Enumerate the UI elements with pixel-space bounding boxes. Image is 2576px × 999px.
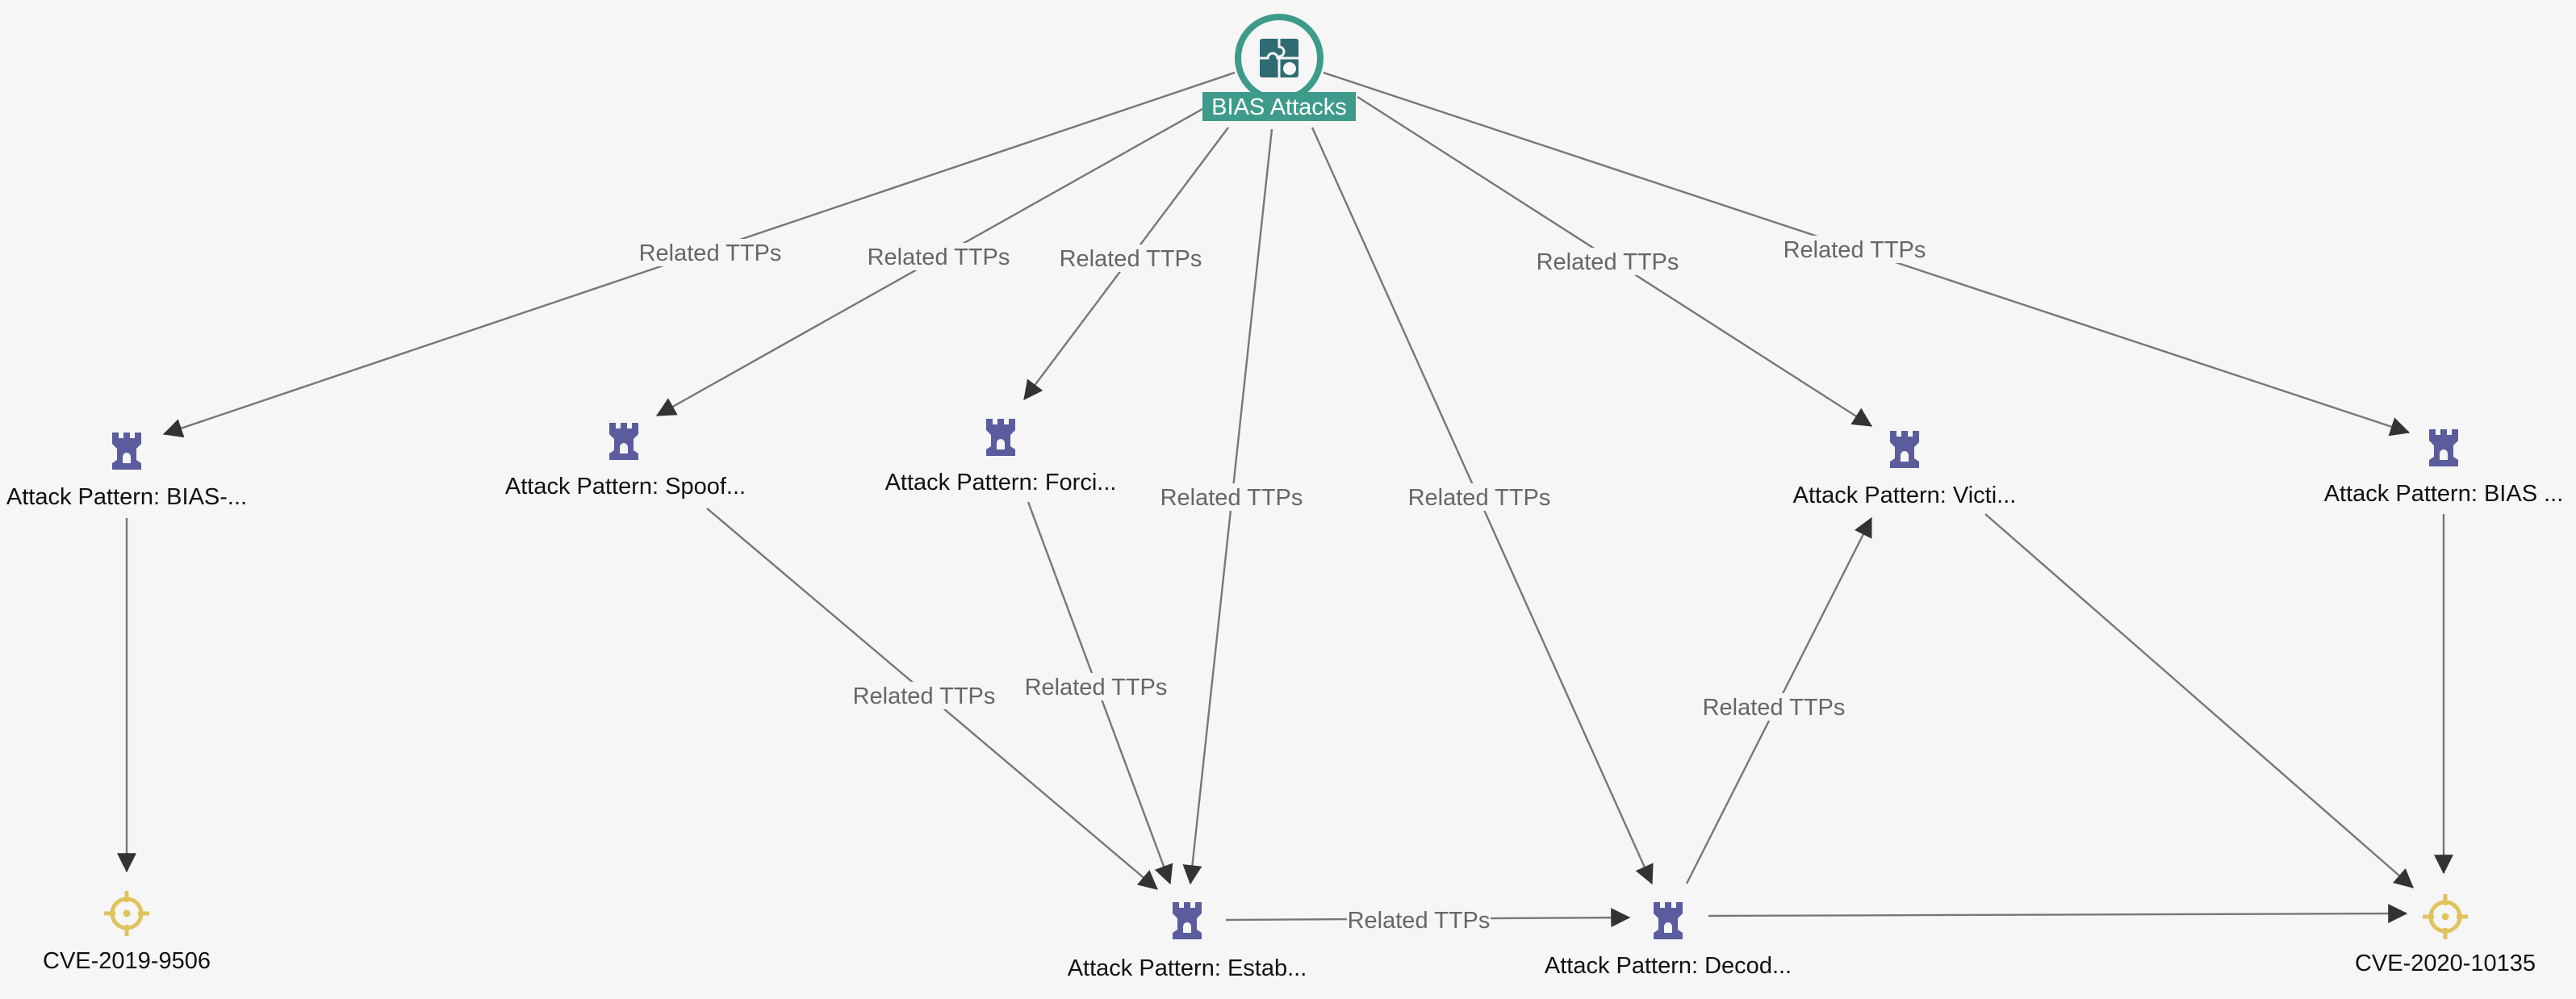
chess-rook-icon bbox=[112, 433, 141, 470]
edge-label-ap3-to-ap6: Related TTPs bbox=[1024, 673, 1168, 700]
edge-label-bg bbox=[1347, 906, 1491, 934]
node-label-bg bbox=[1748, 480, 2061, 511]
edge-ap4-to-cve2[interactable] bbox=[1984, 513, 2414, 888]
node-label-bg bbox=[1202, 92, 1356, 121]
edge-label-root-to-ap1: Related TTPs bbox=[638, 239, 782, 266]
node-label: Attack Pattern: Victi... bbox=[1793, 483, 2017, 508]
crosshair-icon bbox=[2423, 894, 2468, 939]
node-ap1[interactable]: Attack Pattern: BIAS-... bbox=[0, 433, 283, 512]
node-label-bg bbox=[1512, 951, 1825, 981]
node-label: Attack Pattern: BIAS ... bbox=[2324, 481, 2564, 507]
node-label: Attack Pattern: Decod... bbox=[1545, 953, 1792, 979]
edge-label-text: Related TTPs bbox=[1025, 675, 1168, 700]
node-label: Attack Pattern: Estab... bbox=[1068, 955, 1307, 981]
node-label-bg bbox=[39, 946, 215, 976]
chess-rook-icon bbox=[2429, 429, 2458, 466]
edge-label-text: Related TTPs bbox=[1784, 237, 1926, 263]
edge-label-text: Related TTPs bbox=[853, 683, 996, 709]
node-label-bg bbox=[2351, 948, 2540, 979]
node-ap6[interactable]: Attack Pattern: Estab... bbox=[1031, 902, 1344, 984]
edge-label-bg bbox=[867, 243, 1010, 270]
node-ap5[interactable]: Attack Pattern: BIAS ... bbox=[2287, 429, 2576, 509]
edge-label-root-to-ap7: Related TTPs bbox=[1407, 483, 1551, 511]
node-label-bg bbox=[844, 467, 1157, 498]
puzzle-icon bbox=[1235, 14, 1324, 102]
node-label: Attack Pattern: Spoof... bbox=[505, 474, 746, 500]
edge-label-text: Related TTPs bbox=[1703, 695, 1846, 721]
node-ap4[interactable]: Attack Pattern: Victi... bbox=[1748, 431, 2061, 511]
node-label-bg bbox=[0, 482, 283, 512]
edge-label-bg bbox=[638, 239, 782, 266]
node-label: BIAS Attacks bbox=[1211, 94, 1347, 120]
edge-label-text: Related TTPs bbox=[1348, 908, 1491, 934]
edge-label-root-to-ap5: Related TTPs bbox=[1783, 236, 1926, 263]
chess-rook-icon bbox=[1654, 902, 1683, 939]
edge-label-ap2-to-ap6: Related TTPs bbox=[852, 682, 996, 709]
node-label-bg bbox=[469, 471, 782, 502]
edge-label-text: Related TTPs bbox=[639, 240, 782, 266]
edge-label-bg bbox=[1407, 483, 1551, 511]
chess-rook-icon bbox=[1890, 431, 1919, 468]
edge-label-bg bbox=[1702, 693, 1846, 721]
node-label: Attack Pattern: Forci... bbox=[885, 470, 1117, 495]
edge-label-bg bbox=[1536, 248, 1679, 275]
node-label-bg bbox=[1031, 953, 1344, 984]
edge-label-bg bbox=[852, 682, 996, 709]
node-cve1[interactable]: CVE-2019-9506 bbox=[39, 891, 215, 976]
edge-label-bg bbox=[1160, 483, 1303, 511]
edge-ap7-to-cve2[interactable] bbox=[1708, 904, 2408, 924]
edge-label-text: Related TTPs bbox=[868, 245, 1010, 270]
chess-rook-icon bbox=[609, 423, 638, 460]
edge-label-root-to-ap3: Related TTPs bbox=[1059, 245, 1202, 272]
node-cve2[interactable]: CVE-2020-10135 bbox=[2351, 894, 2540, 979]
node-label: CVE-2020-10135 bbox=[2355, 951, 2536, 976]
chess-rook-icon bbox=[986, 419, 1015, 456]
edge-label-ap7-to-ap4: Related TTPs bbox=[1702, 693, 1846, 721]
node-ap7[interactable]: Attack Pattern: Decod... bbox=[1512, 902, 1825, 981]
edge-label-text: Related TTPs bbox=[1408, 485, 1551, 511]
edge-label-bg bbox=[1024, 673, 1168, 700]
edge-label-ap6-to-ap7: Related TTPs bbox=[1347, 906, 1491, 934]
edge-label-text: Related TTPs bbox=[1537, 249, 1679, 275]
edge-label-root-to-ap6: Related TTPs bbox=[1160, 483, 1303, 511]
node-root[interactable]: BIAS Attacks bbox=[1202, 14, 1356, 121]
crosshair-icon bbox=[104, 891, 149, 936]
node-ap3[interactable]: Attack Pattern: Forci... bbox=[844, 419, 1157, 498]
edge-label-text: Related TTPs bbox=[1160, 485, 1303, 511]
chess-rook-icon bbox=[1173, 902, 1202, 939]
edge-label-text: Related TTPs bbox=[1060, 246, 1202, 272]
edge-label-bg bbox=[1783, 236, 1926, 263]
node-label: CVE-2019-9506 bbox=[43, 948, 211, 974]
edge-label-bg bbox=[1059, 245, 1202, 272]
edge-label-root-to-ap2: Related TTPs bbox=[867, 243, 1010, 270]
edge-label-root-to-ap4: Related TTPs bbox=[1536, 248, 1679, 275]
node-label: Attack Pattern: BIAS-... bbox=[6, 484, 247, 510]
node-label-bg bbox=[2287, 479, 2576, 509]
node-ap2[interactable]: Attack Pattern: Spoof... bbox=[469, 423, 782, 502]
